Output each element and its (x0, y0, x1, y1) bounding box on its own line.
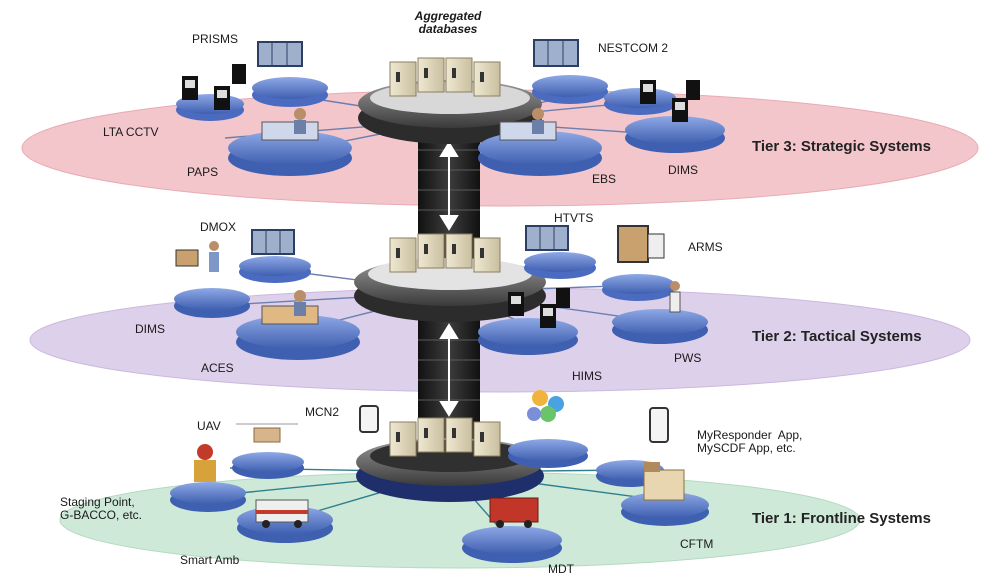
computer-tower-icon (640, 80, 656, 104)
label-ebs: EBS (592, 172, 617, 186)
people-group-icon (527, 390, 564, 422)
label-paps: PAPS (187, 165, 219, 179)
server-rack-icon (389, 233, 501, 273)
drone-icon (236, 423, 298, 443)
ambulance-icon (255, 499, 309, 528)
video-wall-icon (251, 229, 295, 255)
firefighter-icon (194, 444, 216, 482)
computer-tower-icon (508, 292, 524, 316)
tier2-title: Tier 2: Tactical Systems (752, 328, 922, 345)
label-hims: HIMS (572, 369, 602, 383)
video-wall-icon (525, 225, 569, 251)
paps-disc (228, 131, 352, 176)
prisms-disc (252, 77, 328, 107)
server-rack-icon (389, 57, 501, 97)
computer-tower-icon (214, 86, 230, 110)
pws-disc (612, 309, 708, 344)
smartphone-icon (649, 407, 669, 443)
htvts-disc (524, 252, 596, 279)
video-wall-icon (257, 41, 303, 67)
dims-t3-disc (625, 116, 725, 153)
operator-desk-icon (261, 108, 319, 141)
hub-label-aggregated-databases: Aggregated databases (414, 9, 482, 36)
person-icon (209, 241, 219, 272)
video-wall-icon (533, 39, 579, 67)
building-icon (643, 462, 685, 501)
arms-disc (602, 274, 674, 301)
fire-engine-icon (489, 497, 539, 528)
data-flow-arrow-lower (439, 323, 459, 417)
label-uav: UAV (197, 419, 221, 433)
computer-tower-icon (182, 76, 198, 100)
label-aces: ACES (201, 361, 234, 375)
label-arms: ARMS (688, 240, 723, 254)
tier2-center-disc (478, 318, 578, 355)
operator-desk-icon (499, 108, 557, 141)
tier1-title: Tier 1: Frontline Systems (752, 510, 931, 527)
staging-disc (170, 482, 246, 512)
screen-icon (617, 225, 665, 263)
label-prisms: PRISMS (192, 32, 239, 46)
label-cftm: CFTM (680, 537, 714, 551)
computer-tower-icon (540, 304, 556, 328)
label-smart-amb: Smart Amb (180, 553, 240, 567)
label-mcn2: MCN2 (305, 405, 340, 419)
data-flow-arrow-upper (439, 141, 459, 231)
label-pws: PWS (674, 351, 702, 365)
label-dims-t3: DIMS (668, 163, 698, 177)
operator-desk-icon (261, 290, 319, 325)
label-lta-cctv: LTA CCTV (103, 125, 159, 139)
radio-icon (359, 405, 379, 433)
computer-tower-icon (232, 64, 246, 84)
computer-tower-icon (556, 288, 570, 308)
label-myresponder: MyResponder App, MySCDF App, etc. (697, 428, 803, 455)
label-staging: Staging Point, G-BACCO, etc. (60, 495, 143, 522)
hims-disc (508, 439, 588, 468)
label-htvts: HTVTS (554, 211, 594, 225)
mdt-disc (462, 526, 562, 563)
dims-t2-disc (174, 288, 250, 318)
label-dmox: DMOX (200, 220, 236, 234)
computer-tower-icon (686, 80, 700, 100)
person-icon (669, 281, 681, 313)
nestcom-disc (532, 75, 608, 104)
label-nestcom: NESTCOM 2 (598, 41, 669, 55)
cftm-disc (621, 492, 709, 526)
uav-disc (232, 452, 304, 479)
label-dims-t2: DIMS (135, 322, 165, 336)
server-rack-icon (389, 417, 501, 457)
tier3-title: Tier 3: Strategic Systems (752, 138, 931, 155)
computer-tower-icon (672, 98, 688, 122)
screen-icon (175, 249, 199, 267)
label-mdt: MDT (548, 562, 574, 576)
dmox-disc (239, 256, 311, 283)
